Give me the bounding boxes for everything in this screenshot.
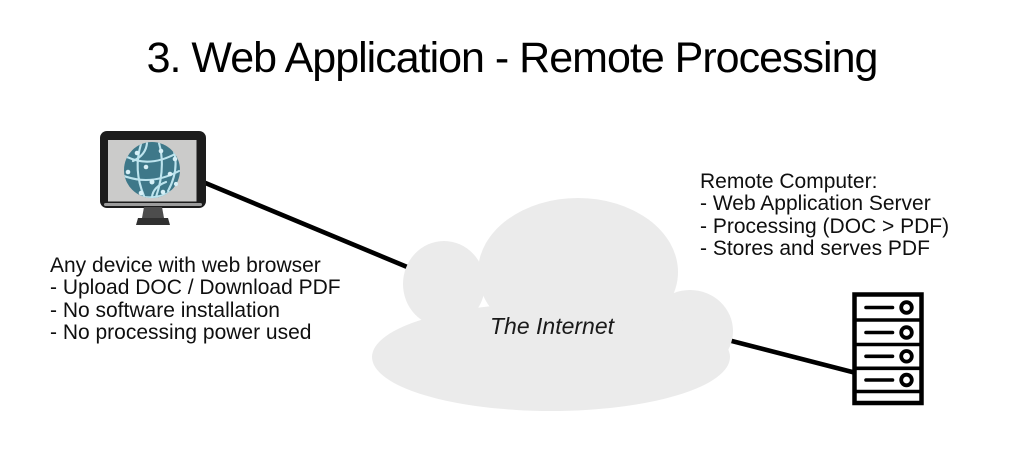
cloud-bump-left	[403, 241, 485, 327]
globe-icon	[124, 142, 180, 198]
cloud-base	[372, 303, 730, 411]
monitor-stand-foot	[136, 218, 170, 225]
server-indicator-lights	[899, 300, 914, 388]
internet-cloud	[372, 198, 733, 411]
monitor-globe-icon	[100, 131, 206, 225]
client-bullet: - No processing power used	[50, 321, 312, 345]
client-internet-line	[200, 179, 415, 272]
client-bullet: - Upload DOC / Download PDF	[50, 276, 341, 300]
internet-server-line	[721, 336, 863, 377]
remote-bullet: - Web Application Server	[700, 192, 931, 216]
remote-bullet: - Stores and serves PDF	[700, 237, 930, 261]
internet-cloud-label: The Internet	[489, 313, 615, 339]
client-text-block: Any device with web browser - Upload DOC…	[50, 254, 341, 345]
remote-text-block: Remote Computer: - Web Application Serve…	[700, 170, 950, 261]
client-bullet: - No software installation	[50, 298, 280, 322]
remote-bullet: - Processing (DOC > PDF)	[700, 214, 950, 238]
monitor-frame-highlight	[104, 203, 202, 206]
server-dividers	[853, 318, 921, 394]
connection-line-internet-server	[721, 336, 863, 377]
remote-heading: Remote Computer:	[700, 170, 878, 193]
client-heading: Any device with web browser	[50, 254, 321, 277]
diagram-title: 3. Web Application - Remote Processing	[146, 34, 879, 82]
server-rack-icon	[852, 292, 924, 406]
globe-network-nodes	[125, 148, 179, 196]
connection-line-client-internet	[200, 179, 415, 272]
monitor-stand-neck	[142, 207, 164, 218]
server-drive-lines	[864, 305, 895, 382]
